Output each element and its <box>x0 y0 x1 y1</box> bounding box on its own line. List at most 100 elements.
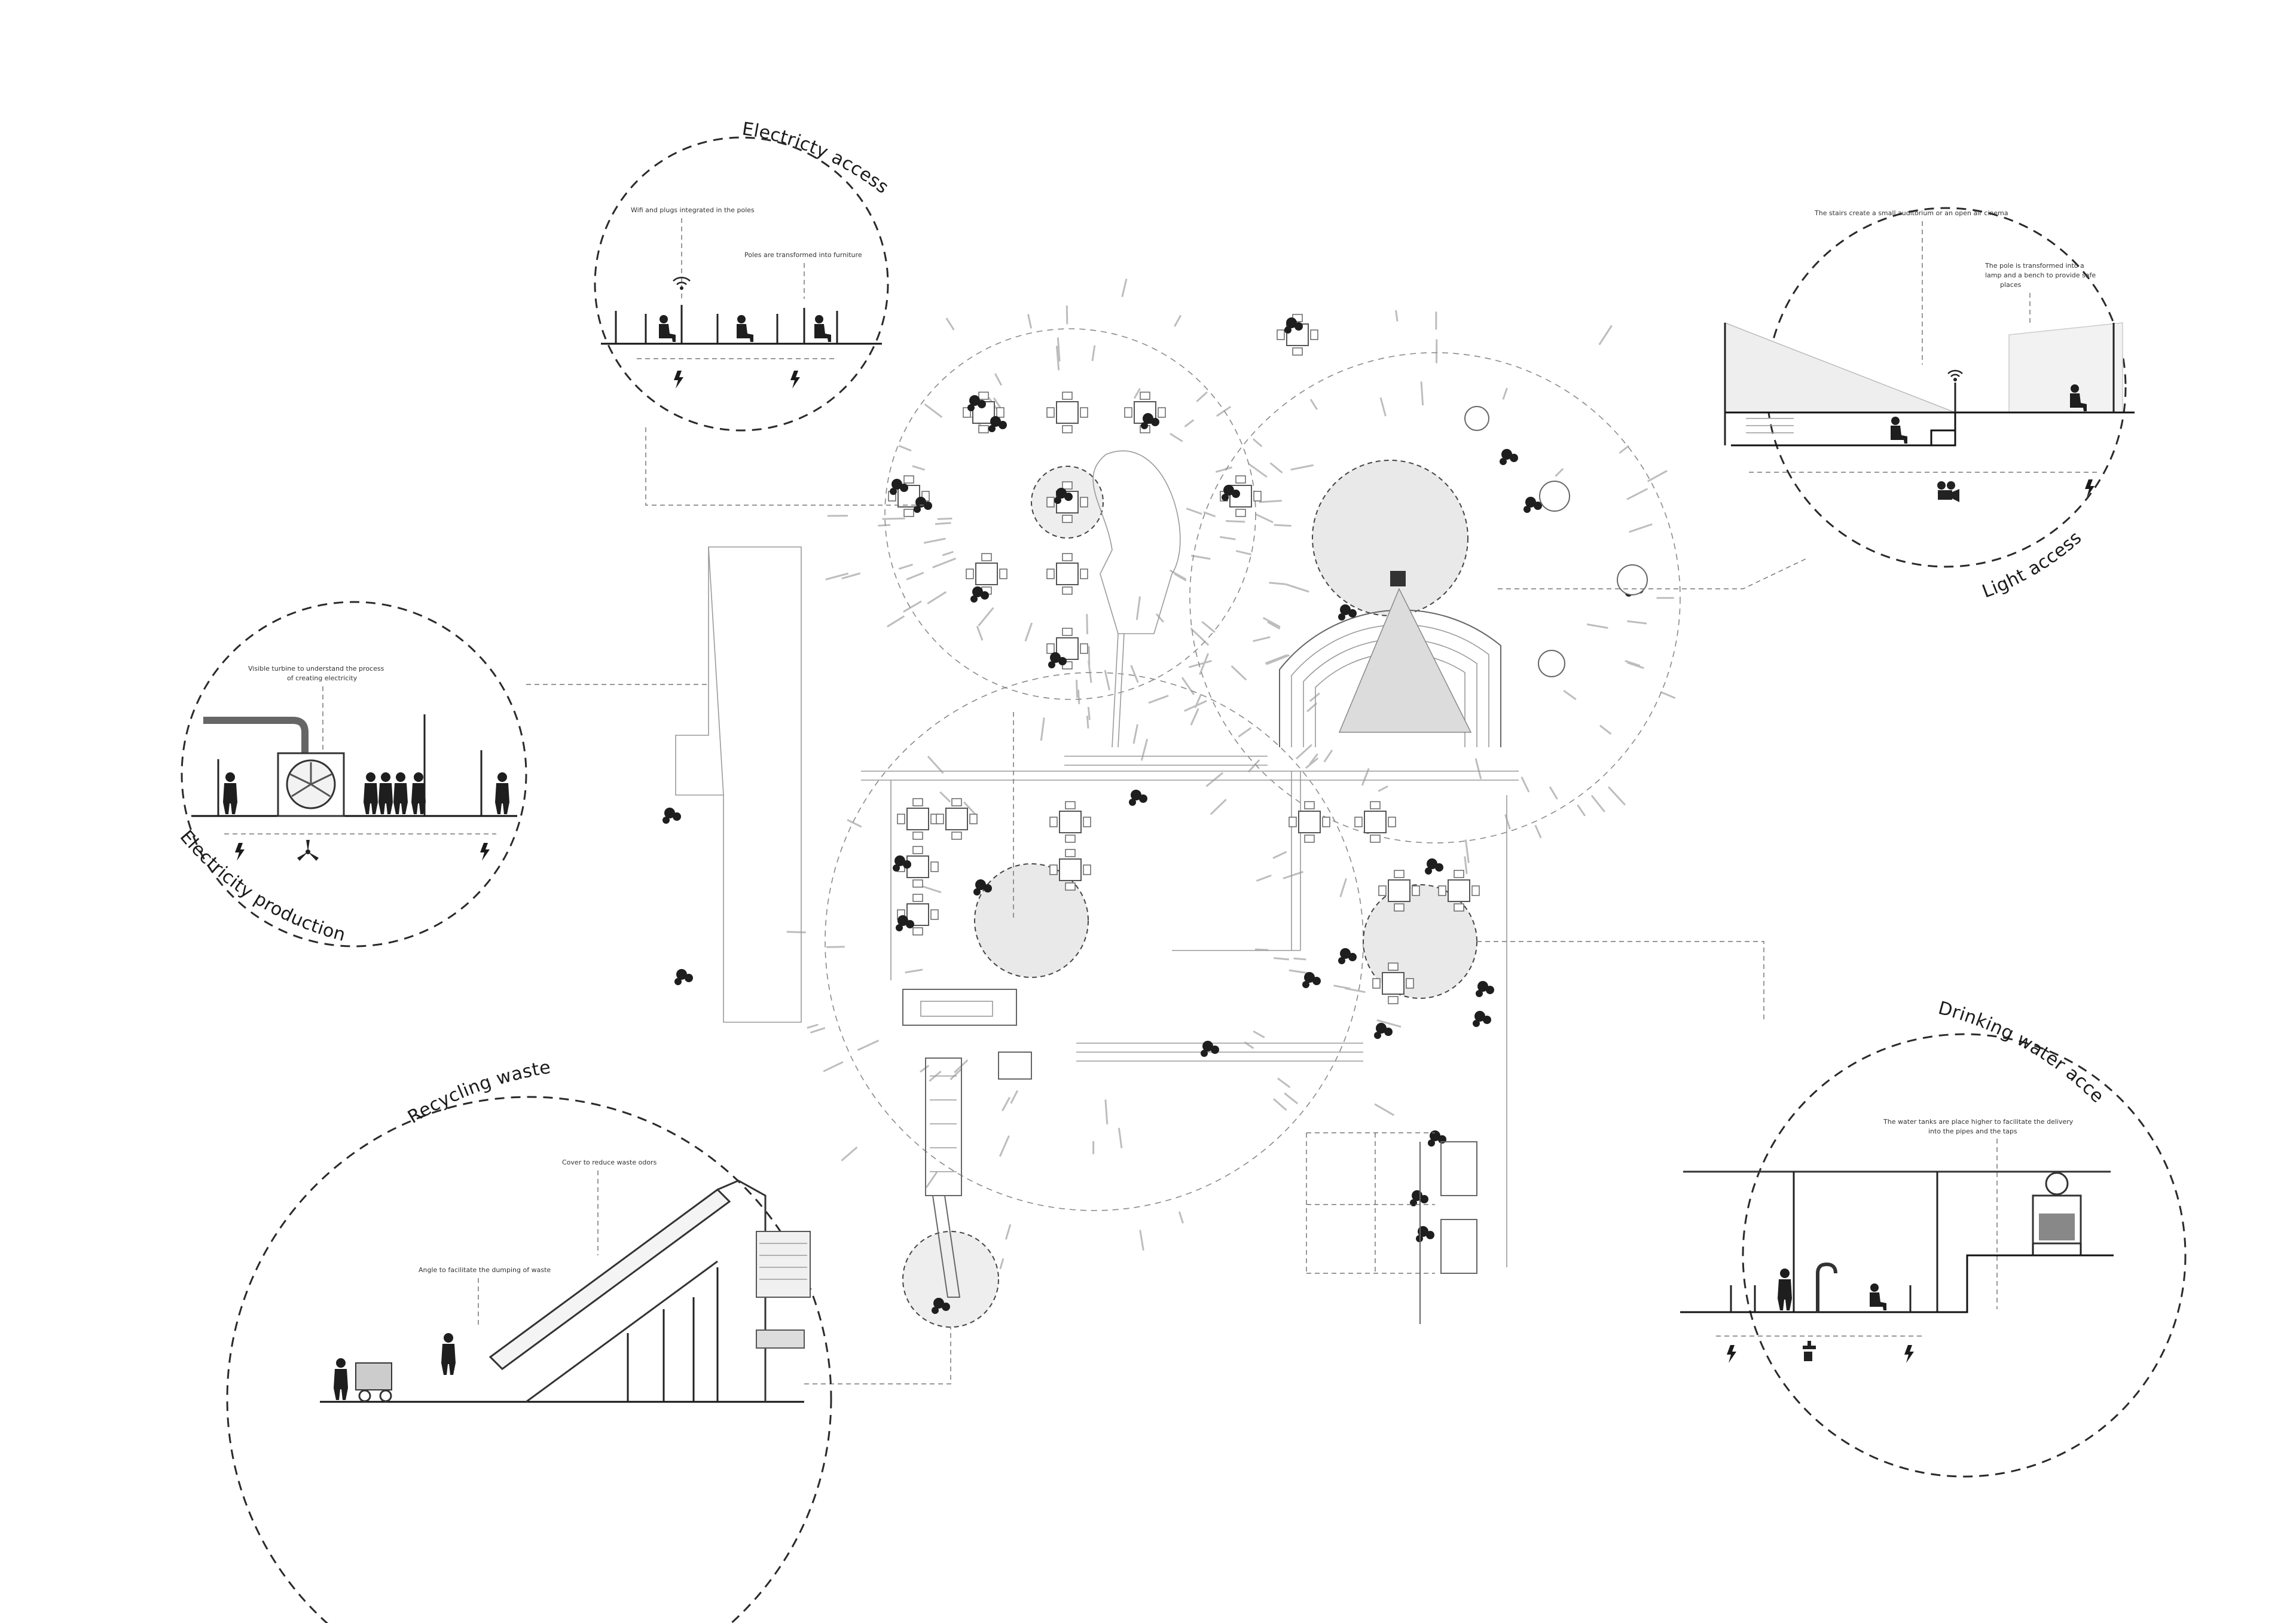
scatter-tick <box>1118 1127 1123 1148</box>
scatter-tick <box>912 465 926 471</box>
scatter-tick <box>1376 1019 1402 1028</box>
focus-circle-recycling <box>902 1231 999 1328</box>
scatter-tick <box>1235 550 1252 556</box>
bubble-electricity-access: Electricty access Wifi and plugs integra… <box>594 118 893 432</box>
bubble-electricity-production: Electricity production Visible turbine t… <box>176 601 527 947</box>
scatter-tick <box>920 885 942 894</box>
lamp-posts <box>1464 406 1648 677</box>
scatter-tick <box>1274 524 1292 527</box>
scatter-tick <box>1305 757 1319 769</box>
note-angle-dumping: Angle to facilitate the dumping of waste <box>419 1266 551 1274</box>
waste-cart <box>355 1362 392 1402</box>
scatter-tick <box>1024 622 1033 642</box>
scatter-tick <box>1259 500 1282 503</box>
scatter-tick <box>1339 878 1347 897</box>
scatter-tick <box>963 801 976 815</box>
scatter-tick <box>1252 438 1263 448</box>
scatter-tick <box>1586 623 1608 629</box>
svg-text:Electricty access: Electricty access <box>741 118 893 198</box>
scatter-tick <box>978 607 994 626</box>
water-tap-icon <box>1803 1341 1816 1361</box>
scatter-tick <box>1253 636 1271 643</box>
turbine-icon <box>297 840 319 861</box>
scatter-tick <box>942 551 954 557</box>
amphitheatre <box>1279 571 1501 747</box>
scatter-tick <box>1057 337 1061 362</box>
scatter-tick <box>927 591 947 604</box>
scatter-tick <box>1086 716 1089 729</box>
scatter-tick <box>1295 744 1312 760</box>
scatter-tick <box>976 625 984 641</box>
bubble-recycling-waste: Recycling waste Cover to reduce waste od… <box>226 1057 832 1623</box>
lightning-bolt-icon <box>790 371 800 389</box>
scatter-tick <box>1464 856 1468 875</box>
scatter-tick <box>1254 948 1269 951</box>
scatter-tick <box>937 517 952 520</box>
water-tank-grid <box>1306 1132 1477 1324</box>
scatter-tick <box>1374 1103 1394 1116</box>
scatter-tick <box>857 1040 880 1052</box>
scatter-tick <box>1267 621 1281 630</box>
scatter-tick <box>1629 523 1653 533</box>
scatter-tick <box>1010 1090 1019 1104</box>
scatter-tick <box>1293 957 1306 961</box>
scatter-tick <box>923 537 946 544</box>
scatter-tick <box>999 1258 1004 1270</box>
scatter-tick <box>1619 445 1630 454</box>
scatter-tick <box>1284 1092 1299 1105</box>
projector-beam <box>1338 588 1472 733</box>
bubble-drinking-water-access: Drinking water access The water tanks ar… <box>0 0 2187 1478</box>
note-pole-lamp-3: places <box>2000 281 2022 289</box>
scatter-tick <box>1190 554 1211 560</box>
bubble-title-electricity-access: Electricty access <box>741 118 893 198</box>
scatter-tick <box>1132 724 1138 744</box>
scatter-tick <box>1190 627 1210 646</box>
scatter-tick <box>1627 661 1644 670</box>
scatter-tick <box>1231 665 1247 681</box>
scatter-tick <box>1086 614 1088 634</box>
scatter-tick <box>1502 387 1508 400</box>
scatter-tick <box>1283 870 1303 879</box>
scatter-tick <box>994 373 1003 386</box>
scatter-tick <box>1091 345 1096 362</box>
scatter-tick <box>786 931 806 934</box>
scatter-tick <box>1135 596 1141 621</box>
scatter-tick <box>1040 717 1045 741</box>
scatter-tick <box>1255 513 1274 524</box>
scatter-tick <box>1534 824 1542 839</box>
scatter-tick <box>1077 689 1080 704</box>
scatter-tick <box>1174 573 1187 582</box>
scatter-tick <box>926 1171 938 1188</box>
lightning-bolt-icon <box>235 843 245 861</box>
scatter-tick <box>1001 1096 1011 1112</box>
scatter-tick <box>1285 583 1309 593</box>
scatter-tick <box>1660 691 1676 699</box>
scatter-tick <box>1323 749 1333 763</box>
main-lane <box>861 756 1519 1267</box>
scatter-tick <box>1521 777 1530 793</box>
scatter-tick <box>1121 279 1128 297</box>
water-tank <box>2032 1172 2082 1255</box>
scatter-tick <box>1625 659 1641 667</box>
scatter-tick <box>1027 314 1033 329</box>
scatter-tick <box>927 756 944 774</box>
scatter-ticks <box>786 279 1676 1270</box>
scatter-tick <box>1199 653 1209 676</box>
focus-circle-lamp <box>1312 460 1468 616</box>
scatter-tick <box>841 572 861 580</box>
note-visible-turbine-2: of creating electricity <box>287 674 358 682</box>
scatter-tick <box>1309 399 1318 410</box>
zone-circle-market <box>825 672 1364 1211</box>
scatter-tick <box>1262 617 1281 628</box>
scatter-tick <box>1309 692 1320 702</box>
scatter-tick <box>1216 406 1232 417</box>
scatter-tick <box>1247 759 1260 773</box>
scatter-tick <box>1196 391 1208 402</box>
scatter-tick <box>1194 693 1202 708</box>
lightning-bolt-icon <box>1727 1345 1736 1363</box>
turbine-duct <box>203 717 309 753</box>
lightning-bolt-icon <box>674 371 683 389</box>
lightning-bolt-icon <box>1904 1345 1914 1363</box>
bubble-title-light-access: Light access <box>1980 527 2086 603</box>
scatter-tick <box>1274 957 1290 961</box>
